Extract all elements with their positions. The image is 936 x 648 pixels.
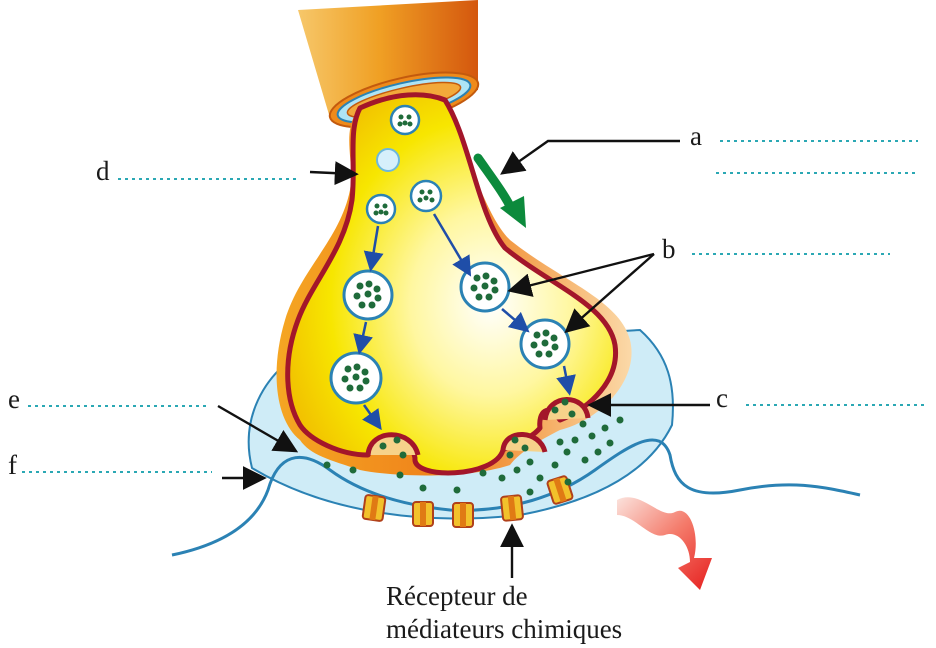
caption-line-2: médiateurs chimiques — [386, 614, 622, 644]
caption-line-1: Récepteur de — [386, 581, 528, 611]
label-f: f — [8, 450, 17, 480]
empty-vesicle — [377, 149, 399, 171]
pointer-d — [310, 172, 354, 174]
label-b: b — [662, 234, 676, 264]
pointer-a — [504, 141, 680, 172]
vesicle — [461, 263, 509, 311]
vesicle — [391, 106, 419, 134]
label-e: e — [8, 384, 20, 414]
receptor — [413, 502, 433, 526]
label-d: d — [96, 156, 110, 186]
receptor — [453, 503, 473, 527]
vesicle — [331, 353, 381, 403]
receptor — [501, 495, 523, 521]
vesicle — [367, 195, 395, 223]
vesicle — [521, 320, 569, 368]
vesicle — [344, 271, 392, 319]
vesicle — [411, 181, 441, 211]
receptor — [362, 495, 385, 522]
postsynaptic-signal-arrow — [617, 497, 712, 590]
label-c: c — [716, 383, 728, 413]
presynaptic-terminal — [277, 95, 632, 476]
label-a: a — [690, 121, 702, 151]
